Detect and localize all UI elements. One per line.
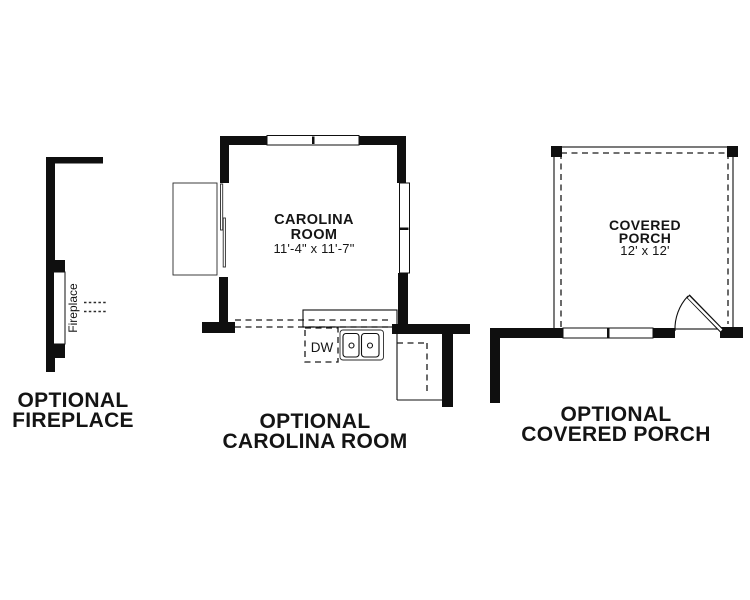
sink-basin-right [360,332,380,358]
carolina-room-title: OPTIONAL CAROLINA ROOM [195,410,435,453]
carolina-far-right-wall [442,334,453,407]
porch-post-top-right [727,146,738,157]
covered-porch-plan [490,146,743,403]
door-swing-arc [674,295,689,332]
carolina-bay-box [172,182,218,276]
fireplace-plan: Fireplace [46,157,106,372]
carolina-room-name-line2: ROOM [290,226,338,243]
porch-bottom-wall-right [720,327,743,338]
porch-room-dimensions: 12' x 12' [620,243,670,258]
carolina-top-window-tick [312,136,315,144]
carolina-right-wall-top [397,136,406,183]
carolina-right-window-tick [400,227,409,230]
fireplace-title-line1: OPTIONAL [17,389,129,412]
covered-porch-title: OPTIONAL COVERED PORCH [496,403,736,446]
carolina-title-line2: CAROLINA ROOM [222,430,408,453]
sink-basin-left [342,332,360,358]
carolina-room-plan: DW [172,135,470,407]
carolina-left-wall-bottom [219,277,228,323]
kitchen-counter [302,309,398,328]
porch-room-name-line2: PORCH [618,229,672,246]
carolina-bottom-right-wall [392,324,470,334]
carolina-room-text: CAROLINA ROOM 11'-4" x 11'-7" [244,213,384,255]
fireplace-feature-label: Fireplace [66,283,80,333]
carolina-title-line1: OPTIONAL [259,410,371,433]
firebox [53,271,66,345]
fireplace-title: OPTIONAL FIREPLACE [0,389,148,432]
carolina-bottom-left-wall [202,322,235,333]
dishwasher-box [304,327,339,363]
carolina-left-wall-top [220,136,229,183]
porch-bottom-wall-left [490,328,563,338]
covered-porch-text: COVERED PORCH 12' x 12' [575,217,715,258]
carolina-top-wall-left [220,136,268,145]
fireplace-top-wall [46,157,103,164]
carolina-right-wall-bottom [398,273,408,325]
sink-drain-right [366,342,374,349]
door-leaf-fill [687,296,723,332]
porch-left-wall-leg [490,328,500,403]
carolina-top-wall-right [358,136,406,145]
sink-drain-left [348,342,355,349]
porch-title-line1: OPTIONAL [560,403,672,426]
porch-title-line2: COVERED PORCH [521,423,711,446]
porch-window-tick [607,328,610,338]
carolina-room-dimensions: 11'-4" x 11'-7" [273,241,355,256]
dishwasher-label: DW [311,340,334,355]
carolina-slider-panel-1 [220,183,224,231]
carolina-room-name-line1: CAROLINA [274,212,354,228]
porch-bottom-wall-mid [653,328,675,338]
porch-post-top-left [551,146,562,157]
porch-room-name-line1: COVERED [608,217,682,233]
carolina-slider-panel-2 [222,217,226,268]
fireplace-title-line2: FIREPLACE [12,409,134,432]
